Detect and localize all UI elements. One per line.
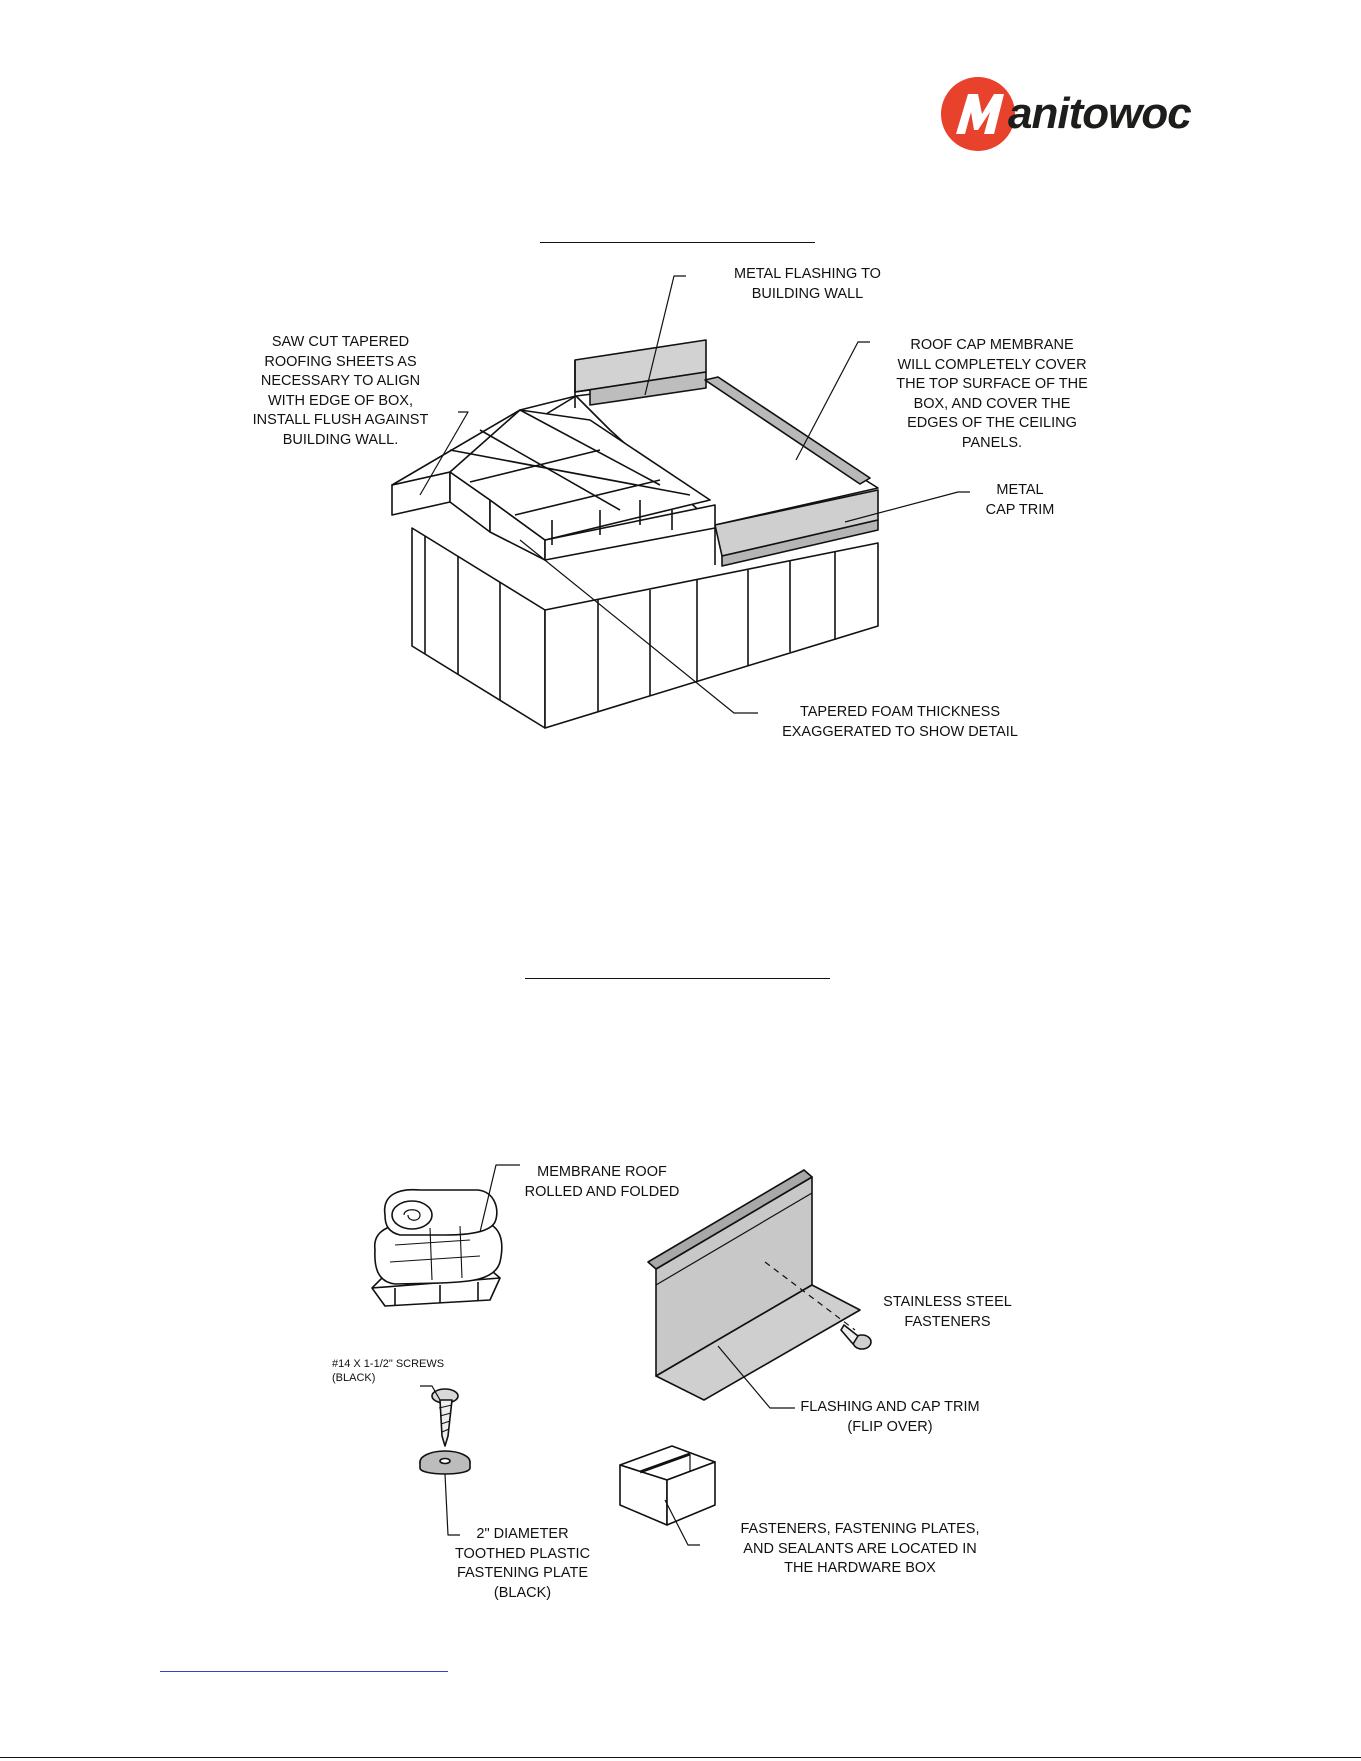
- footer-link-underline[interactable]: [160, 1671, 448, 1672]
- fastening-plate: [420, 1451, 470, 1474]
- hardware-box: [620, 1446, 715, 1525]
- membrane-roll-bundle: [372, 1190, 502, 1306]
- callout-flashing-cap-trim: FLASHING AND CAP TRIM (FLIP OVER): [775, 1398, 1005, 1437]
- callout-stainless-fasteners: STAINLESS STEEL FASTENERS: [860, 1293, 1035, 1332]
- screw-14x1-5: [432, 1389, 458, 1446]
- callout-hardware-box: FASTENERS, FASTENING PLATES, AND SEALANT…: [700, 1520, 1020, 1579]
- flashing-cap-trim-piece: [648, 1170, 860, 1400]
- callout-screws: #14 X 1-1/2" SCREWS (BLACK): [332, 1357, 492, 1385]
- callout-membrane-roof-rolled: MEMBRANE ROOF ROLLED AND FOLDED: [497, 1163, 707, 1202]
- callout-fastening-plate: 2" DIAMETER TOOTHED PLASTIC FASTENING PL…: [430, 1525, 615, 1603]
- footer-divider: [0, 1757, 1361, 1758]
